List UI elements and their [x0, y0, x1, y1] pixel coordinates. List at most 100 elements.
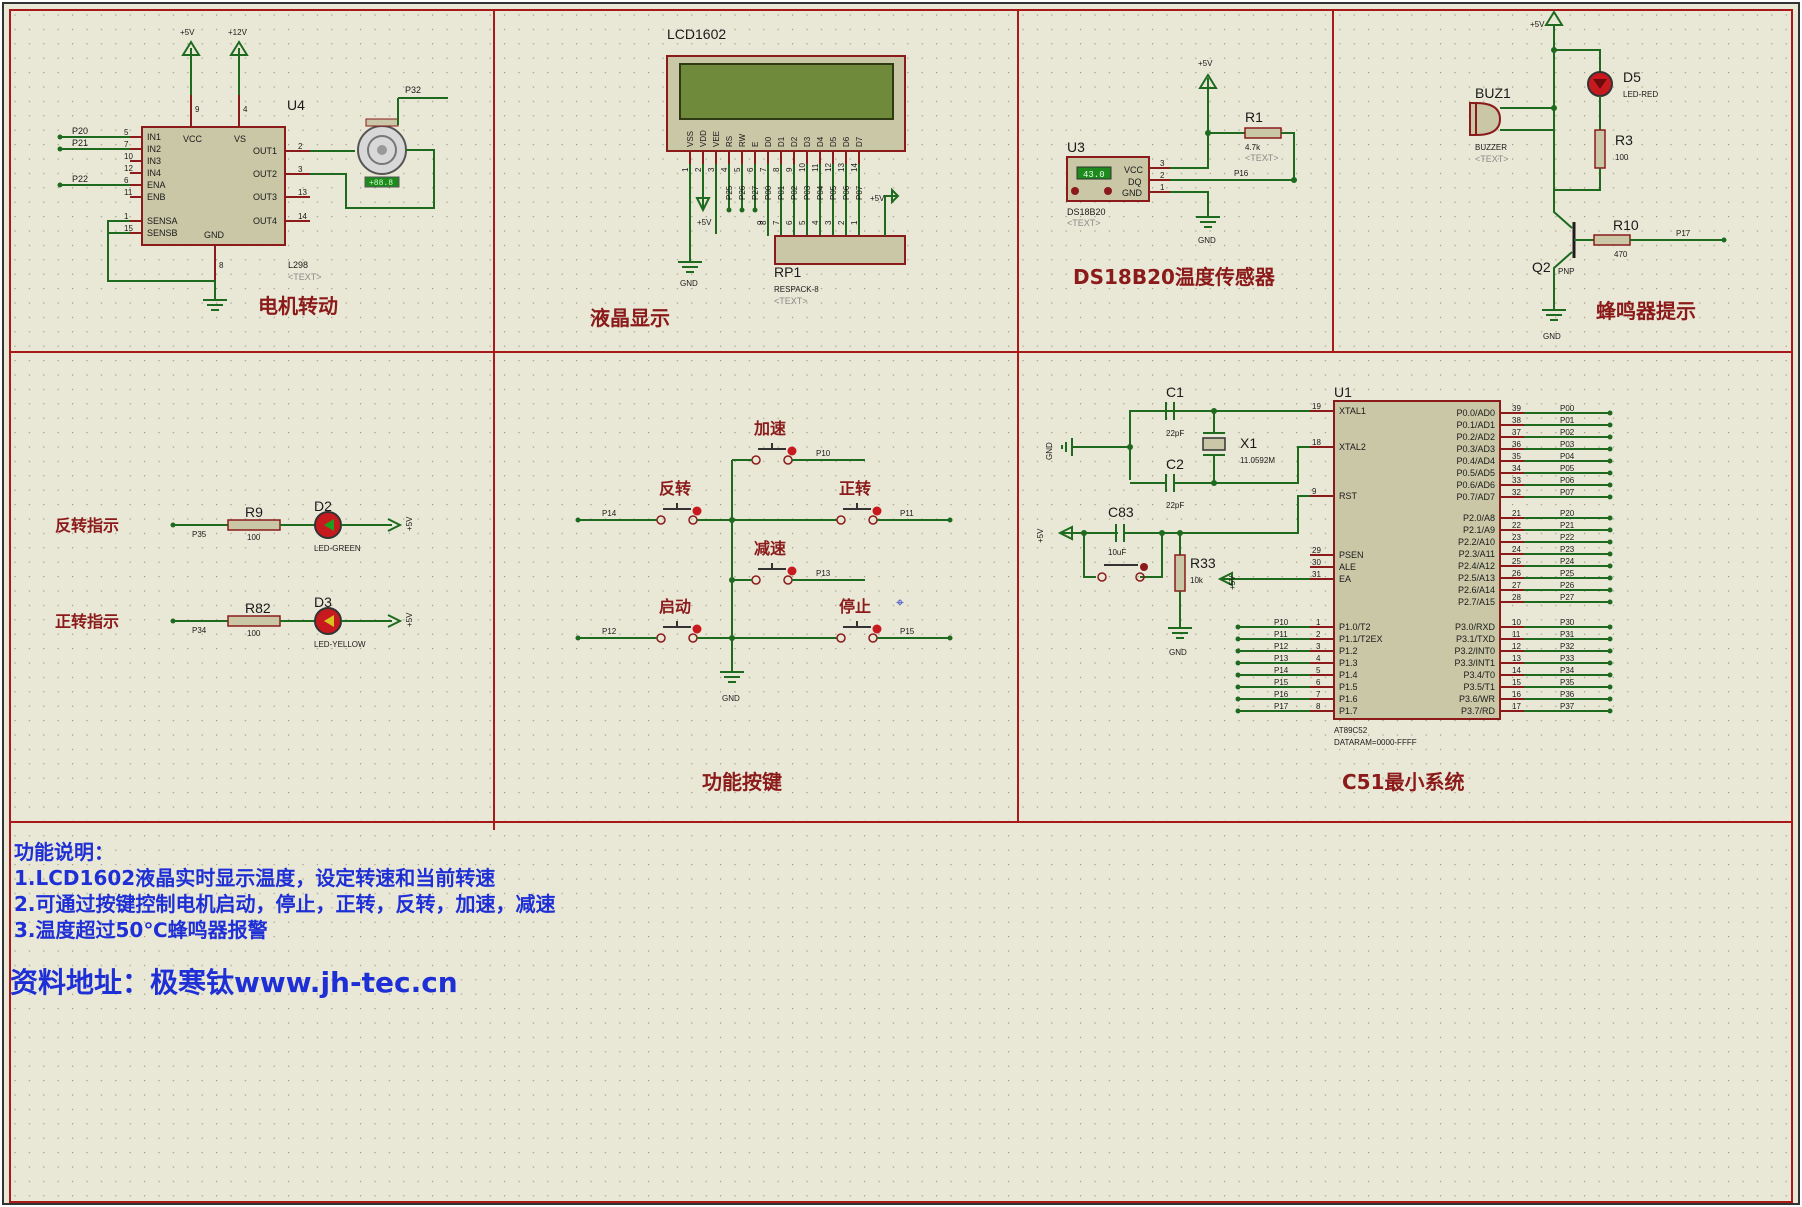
indicator-d-ref: D2 — [314, 498, 332, 514]
u1-p0-pin-name: P0.7/AD7 — [1456, 492, 1495, 502]
u1-p1-net: P13 — [1274, 654, 1289, 663]
indicator-resistor — [227, 519, 281, 531]
u1-p2-net: P20 — [1560, 509, 1575, 518]
key-junction — [729, 635, 735, 641]
u1-p1-pin-name: P1.2 — [1339, 646, 1358, 656]
u1-p3-net: P34 — [1560, 666, 1575, 675]
key-contact — [836, 633, 846, 643]
u1-p0-pin-name: P0.2/AD2 — [1456, 432, 1495, 442]
motor-driver-l298: U4 L298 <TEXT> +5V +12V 9 4 VCC VS GND 8… — [57, 28, 448, 311]
l298-vs-label: +12V — [228, 28, 248, 37]
lcd-pin-name: VSS — [686, 131, 695, 147]
l298-right-pin-num: 3 — [298, 165, 303, 174]
u1-p3-pin-name: P3.3/INT1 — [1454, 658, 1495, 668]
u1-p3-net: P32 — [1560, 642, 1575, 651]
indicator-net: P35 — [192, 530, 207, 539]
u1-p1-pin-name: P1.6 — [1339, 694, 1358, 704]
u1-p3-terminal — [1607, 672, 1613, 678]
u1-p3-terminal — [1607, 684, 1613, 690]
u1-p2-pin-num: 25 — [1512, 557, 1521, 566]
lcd-pin-num: 1 — [681, 167, 690, 172]
keys-gnd-label: GND — [722, 694, 740, 703]
d5-ref: D5 — [1623, 69, 1641, 85]
rp1-pin-num: 8 — [759, 220, 768, 225]
lcd-pin-num: 6 — [746, 167, 755, 172]
u1-p2-terminal — [1607, 599, 1613, 605]
u1-p0-pin-name: P0.1/AD1 — [1456, 420, 1495, 430]
u1-p3-terminal — [1607, 696, 1613, 702]
motor-net-label: P32 — [405, 85, 421, 95]
u1-p0-net: P07 — [1560, 488, 1575, 497]
u1-p0-pin-name: P0.6/AD6 — [1456, 480, 1495, 490]
u1-p3-pin-name: P3.7/RD — [1461, 706, 1496, 716]
c51-pins: XTAL119XTAL218RST9PSEN29ALE30EA31P1.0/T2… — [1235, 402, 1613, 716]
u1-p0-pin-name: P0.3/AD3 — [1456, 444, 1495, 454]
l298-text: <TEXT> — [288, 272, 322, 282]
u1-p1-net: P10 — [1274, 618, 1289, 627]
u1-p1-pin-num: 8 — [1316, 702, 1321, 711]
lcd-net-label: P26 — [738, 185, 747, 200]
u1-ref: U1 — [1334, 384, 1352, 400]
u1-p3-pin-name: P3.0/RXD — [1455, 622, 1496, 632]
l298-vs-num: 4 — [243, 105, 248, 114]
key-contact — [836, 515, 846, 525]
u1-p0-pin-num: 35 — [1512, 452, 1521, 461]
u1-p3-net: P30 — [1560, 618, 1575, 627]
ds18b20-num-3: 3 — [1160, 159, 1165, 168]
indicator-d-ref: D3 — [314, 594, 332, 610]
lcd-pin-name: RW — [738, 133, 747, 147]
section-title-lcd: 液晶显示 — [590, 306, 670, 330]
u1-p1-net: P12 — [1274, 642, 1289, 651]
u1-left-pin-num: 19 — [1312, 402, 1321, 411]
u1-part: AT89C52 — [1334, 726, 1368, 735]
cursor-crosshair-icon: ⌖ — [896, 595, 904, 611]
u1-p0-pin-num: 33 — [1512, 476, 1521, 485]
lcd-pin-name: D1 — [777, 136, 786, 147]
u1-p2-terminal — [1607, 515, 1613, 521]
u1-p2-terminal — [1607, 539, 1613, 545]
section-frames — [9, 9, 1793, 1203]
u1-p0-pin-name: P0.5/AD5 — [1456, 468, 1495, 478]
u1-p0-net: P01 — [1560, 416, 1575, 425]
r33-ref: R33 — [1190, 555, 1216, 571]
buzzer-part: BUZZER — [1475, 143, 1507, 152]
u1-p0-pin-name: P0.4/AD4 — [1456, 456, 1495, 466]
rp1-pin-num: 7 — [772, 220, 781, 225]
l298-right-pin-num: 13 — [298, 188, 307, 197]
u1-p2-pin-num: 28 — [1512, 593, 1521, 602]
u1-p2-net: P27 — [1560, 593, 1575, 602]
rp1-pin-num: 4 — [811, 220, 820, 225]
indicator-vcc-arrow — [387, 614, 403, 628]
l298-net-p20: P20 — [72, 126, 88, 136]
key-net-terminal — [575, 517, 581, 523]
indicator-label: 反转指示 — [55, 516, 119, 535]
reset-vcc-label: +5V — [1036, 528, 1045, 543]
indicator-d-part: LED-YELLOW — [314, 640, 366, 649]
indicator-vcc-arrow — [387, 518, 403, 532]
u1-p1-pin-name: P1.5 — [1339, 682, 1358, 692]
q2-ref: Q2 — [1532, 259, 1551, 275]
l298-ref: U4 — [287, 97, 305, 113]
u1-p2-pin-name: P2.0/A8 — [1463, 513, 1495, 523]
u1-p3-pin-name: P3.2/INT0 — [1454, 646, 1495, 656]
rp1-vcc-label: +5V — [870, 194, 885, 203]
notes-link[interactable]: 资料地址：极寒钛www.jh-tec.cn — [10, 966, 458, 999]
u1-p1-terminal — [1235, 684, 1241, 690]
ds18b20-ref: U3 — [1067, 139, 1085, 155]
buzzer-ref: BUZ1 — [1475, 85, 1511, 101]
lcd-net-terminal — [739, 207, 745, 213]
u1-left-pin-num: 30 — [1312, 558, 1321, 567]
u1-p1-pin-num: 3 — [1316, 642, 1321, 651]
notes-block: 功能说明： 1.LCD1602液晶实时显示温度，设定转速和当前转速 2.可通过按… — [10, 840, 556, 999]
lcd-pin-num: 11 — [811, 163, 820, 172]
ds18b20-net: P16 — [1234, 169, 1249, 178]
u1-p3-pin-name: P3.1/TXD — [1456, 634, 1496, 644]
indicator-led-arrow — [324, 519, 334, 531]
key-button-decel — [787, 566, 797, 576]
u1-p2-pin-name: P2.3/A11 — [1459, 549, 1495, 559]
rp1-pin-num: 9 — [756, 220, 765, 225]
u1-p0-net: P02 — [1560, 428, 1575, 437]
